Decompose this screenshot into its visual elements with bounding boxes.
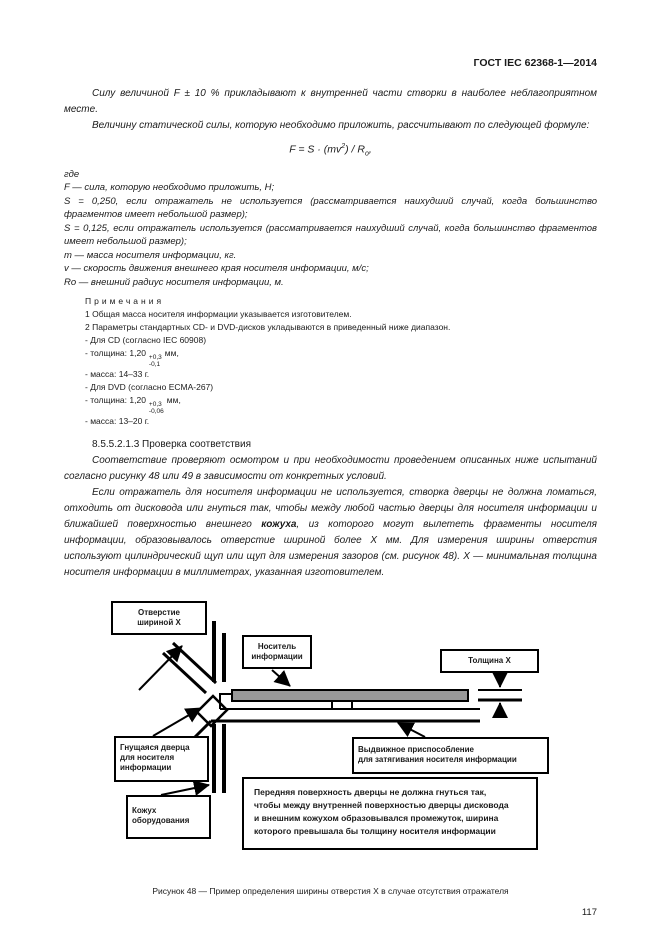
section-paragraph-2-pre: Если отражатель для носителя информации … [64,487,597,531]
tray-ledge [219,693,232,710]
page-content: ГОСТ IEC 62368-1—2014 Силу величиной F ±… [64,57,597,918]
enclosure-leader-arrow [160,780,210,797]
term-enclosure: кожуха [261,519,297,531]
section-block: Соответствие проверяют осмотром и при не… [64,453,597,581]
note-1: 1 Общая масса носителя информации указыв… [85,309,352,320]
intro-block: Силу величиной F ± 10 % прикладывают к в… [64,86,597,134]
label-thickness-x: Толщина X [440,649,539,674]
cd-thickness-unit: мм, [164,348,179,359]
standard-designation: ГОСТ IEC 62368-1—2014 [473,57,597,69]
dvd-tolerance: +0,3-0,06 [149,401,164,415]
note-2: 2 Параметры стандартных CD- и DVD-дисков… [85,322,451,333]
formula-subscript: о [364,150,369,158]
note-dvd-header: - Для DVD (согласно ECMA-267) [85,382,214,393]
figure-48: Отверстие шириной X Носитель информации … [95,591,565,861]
cd-tolerance-minus: -0,1 [148,361,161,369]
dvd-thickness-text: - толщина: 1,20 [85,395,146,406]
dvd-thickness-unit: мм, [166,395,181,406]
media-leader-arrow [271,669,291,687]
paragraph-force: Силу величиной F ± 10 % прикладывают к в… [64,88,597,115]
section-paragraph-1: Соответствие проверяют осмотром и при не… [64,455,597,483]
section-paragraph-2: Если отражатель для носителя информации … [64,485,597,581]
note-cd-header: - Для CD (согласно IEC 60908) [85,335,207,346]
formula-part2: ) / R [345,143,365,156]
cd-thickness-text: - толщина: 1,20 [85,348,146,359]
label-front-surface-warning: Передняя поверхность дверцы не должна гн… [242,777,538,851]
note-cd-mass: - масса: 14–33 г. [85,369,150,380]
definition-S-0250: S = 0,250, если отражатель не использует… [64,195,597,221]
page-number: 117 [581,907,597,919]
label-tray-device: Выдвижное приспособление для затягивания… [352,737,549,775]
label-equipment-enclosure: Кожух оборудования [126,795,211,840]
opening-arrow [138,645,183,691]
label-bending-door: Гнущаяся дверца для носителя информации [114,736,209,783]
formula-definitions: где F — сила, которую необходимо приложи… [64,168,597,290]
definition-v: v — скорость движения внешнего края носи… [64,263,369,275]
formula: F = S · (mv2) / Rо, [64,136,597,166]
cd-tolerance: +0,3-0,1 [149,354,162,368]
media-disc [231,689,469,703]
formula-part1: F = S · (mv [289,143,342,156]
dvd-tolerance-plus: +0,3 [148,401,162,409]
definition-S-0125: S = 0,125, если отражатель используется … [64,222,597,248]
formula-exponent: 2 [341,143,346,150]
paragraph-static-force: Величину статической силы, которую необх… [92,120,590,131]
label-media: Носитель информации [242,635,312,670]
note-dvd-mass: - масса: 13–20 г. [85,416,150,427]
formula-part3: , [368,143,372,156]
definition-where: где [64,168,80,180]
definition-m: m — масса носителя информации, кг. [64,249,237,261]
figure-caption: Рисунок 48 — Пример определения ширины о… [152,886,509,897]
section-paragraph-2-post: , из которого могут вылететь фрагменты н… [64,519,597,579]
tray-leader-arrow [397,722,426,738]
definition-F: F — сила, которую необходимо приложить, … [64,182,275,194]
section-heading: 8.5.5.2.1.3 Проверка соответствия [92,439,251,451]
door-leader-arrow [152,707,202,737]
notes-block: Примечания 1 Общая масса носителя информ… [85,295,597,428]
label-opening-width-x: Отверстие шириной X [111,601,207,636]
definition-Ro: Ro — внешний радиус носителя информации,… [64,276,284,288]
dvd-tolerance-minus: -0,06 [148,408,164,416]
figure-diagram [138,621,522,797]
cd-tolerance-plus: +0,3 [148,354,162,362]
notes-title: Примечания [85,296,165,307]
